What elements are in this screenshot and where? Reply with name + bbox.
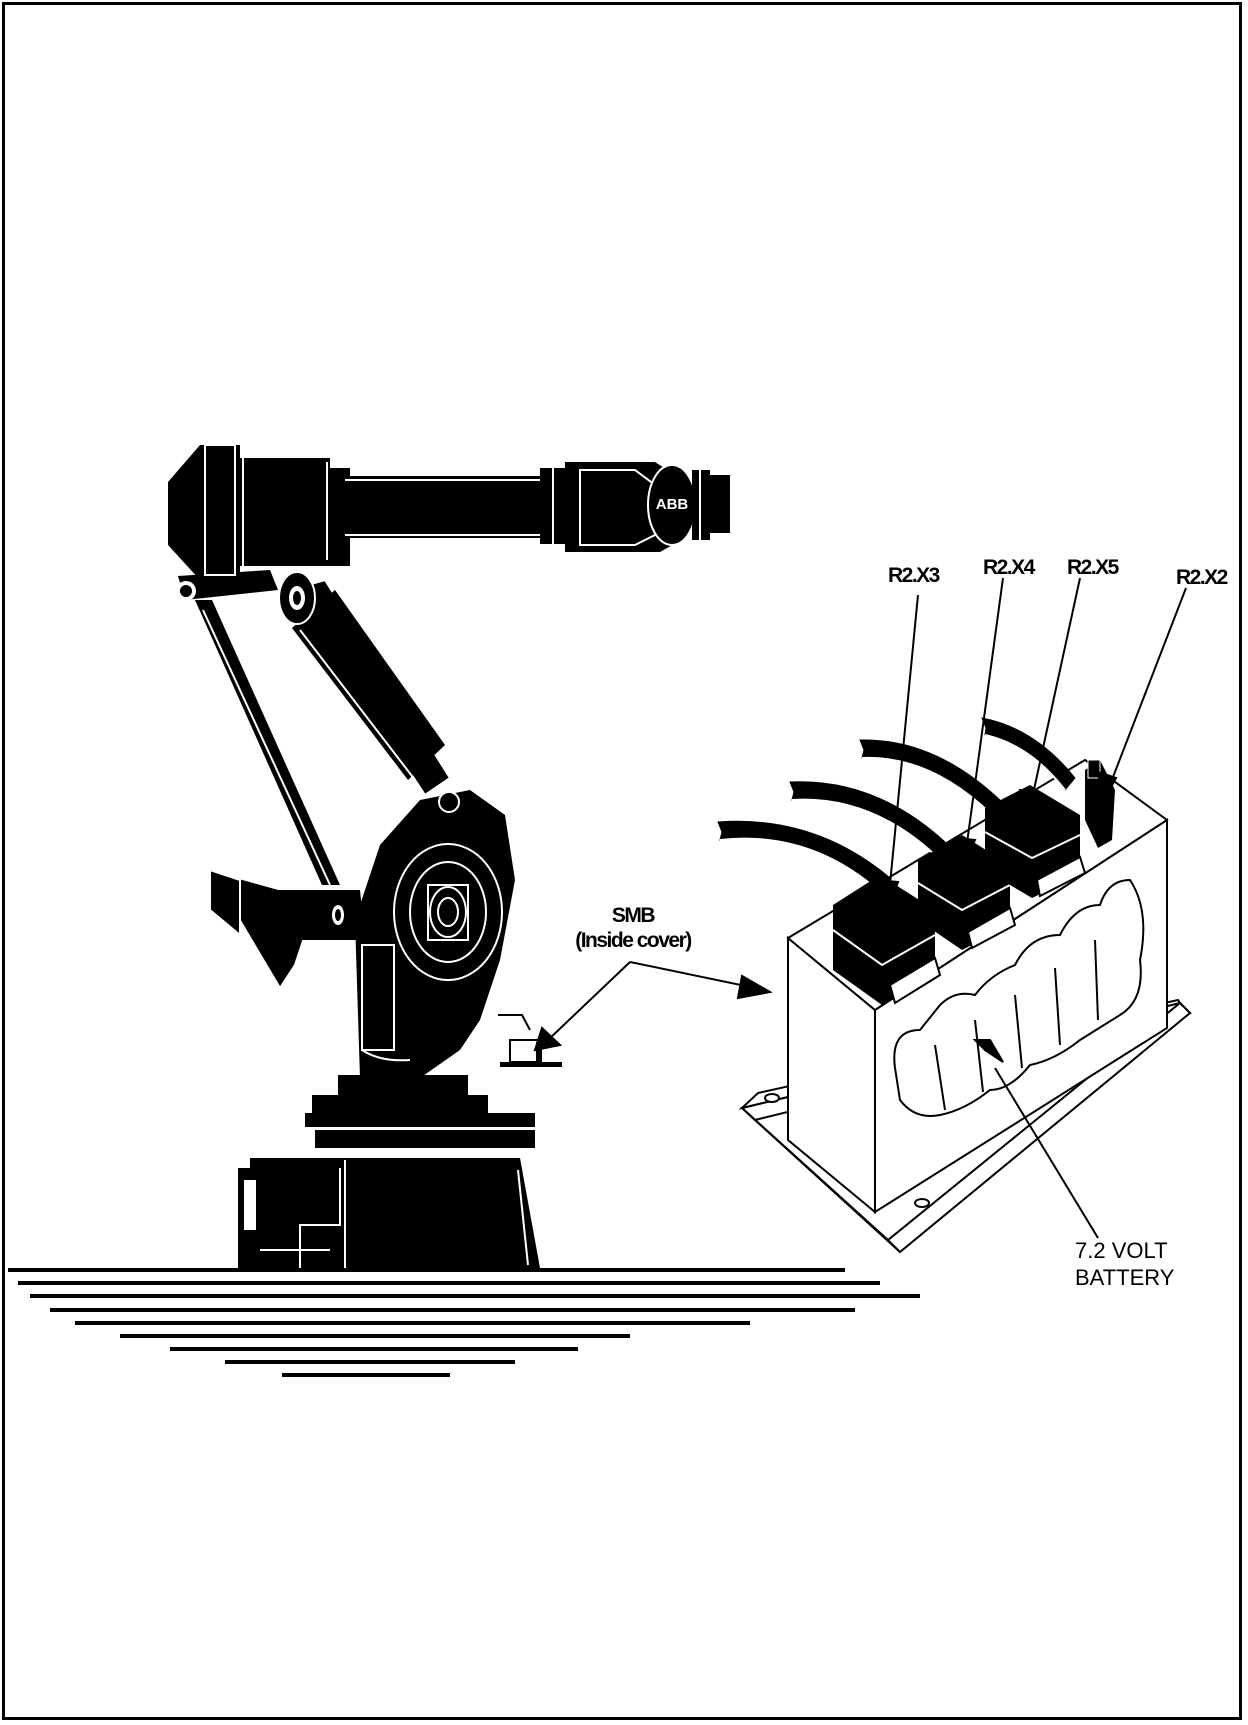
- connector-r2x3: [832, 875, 942, 1005]
- cables: [717, 717, 1076, 893]
- floor-lines: [8, 1268, 920, 1377]
- label-r2x3: R2.X3: [888, 564, 940, 587]
- robot-lower-arm: [176, 570, 452, 886]
- robot-body: [355, 790, 515, 1078]
- label-smb-inside-cover: (Inside cover): [575, 929, 691, 952]
- robot-wrist: ABB: [565, 462, 730, 552]
- robot-upper-arm: [168, 444, 565, 580]
- labels: R2.X3 R2.X4 R2.X5 R2.X2 SMB (Inside cove…: [575, 556, 1229, 1290]
- label-battery: BATTERY: [1075, 1265, 1175, 1290]
- robot-base: [238, 1075, 540, 1268]
- abb-logo: ABB: [656, 496, 689, 513]
- smb-box-on-robot: [498, 1014, 562, 1067]
- industrial-robot: ABB: [168, 444, 730, 1268]
- robot-counterweight: [207, 868, 365, 990]
- label-r2x2: R2.X2: [1176, 566, 1228, 589]
- leader-lines: [533, 577, 1187, 1239]
- smb-detail: [717, 717, 1192, 1254]
- label-smb: SMB: [612, 904, 656, 927]
- connector-r2x5: [984, 785, 1087, 898]
- label-r2x4: R2.X4: [983, 556, 1036, 579]
- label-r2x5: R2.X5: [1067, 556, 1120, 579]
- label-battery-voltage: 7.2 VOLT: [1075, 1238, 1168, 1263]
